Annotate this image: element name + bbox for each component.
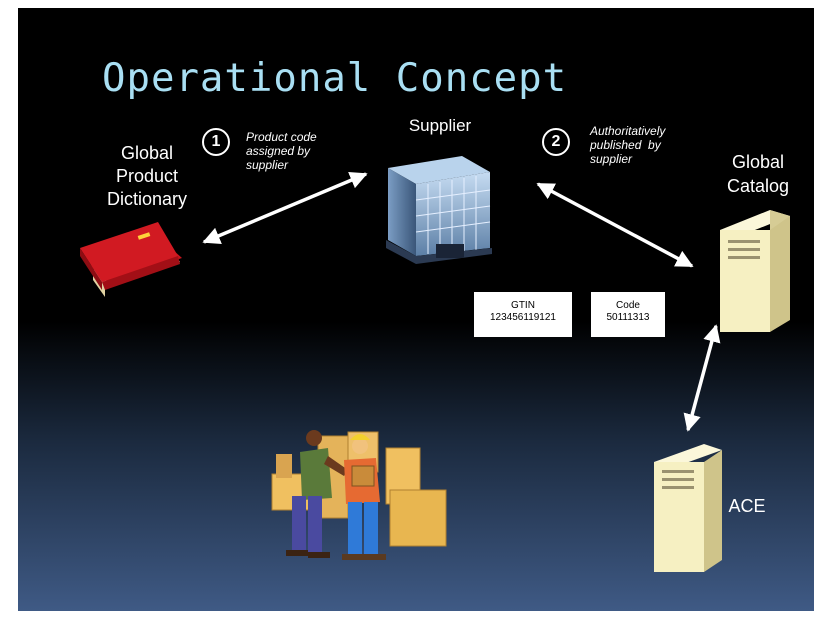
book-icon [80,222,182,297]
slide: Operational Concept Global Product Dicti… [18,8,814,611]
catalog-ace-arrow [683,324,721,432]
step-2-note-line-2: published by [590,138,661,152]
dictionary-label-line-3: Dictionary [106,189,188,209]
supplier-catalog-arrow [536,182,694,268]
step-2-badge: 2 [542,128,570,156]
gtin-record-box: GTIN 123456119121 [474,292,572,337]
workers-with-boxes-icon [271,430,447,560]
step-1-badge: 1 [202,128,230,156]
catalog-label: Global Catalog [718,150,798,198]
code-record-header: Code [616,300,640,311]
step-2-note-line-1: Authoritatively [590,124,666,138]
step-2-note-line-3: supplier [590,152,633,166]
dictionary-label-line-2: Product [115,166,179,186]
office-building-icon [386,156,492,264]
gtin-record-value: 123456119121 [490,312,556,323]
code-record-box: Code 50111313 [591,292,665,337]
step-1-note-line-2: assigned by [246,144,311,158]
diagram-art [80,156,790,572]
step-1-note: Product code assigned by supplier [246,130,317,172]
server-icon-catalog [720,210,790,332]
gtin-record-header: GTIN [511,300,535,311]
dictionary-label: Global Product Dictionary [92,142,202,211]
step-2-note: Authoritatively published by supplier [590,124,665,166]
step-1-note-line-3: supplier [246,158,289,172]
ace-label: ACE [728,496,766,516]
dictionary-supplier-arrow [202,172,368,244]
supplier-label: Supplier [408,116,472,135]
catalog-label-line-1: Global [731,152,785,172]
server-icon-ace [654,444,722,572]
step-1-note-line-1: Product code [246,130,317,144]
code-record-value: 50111313 [606,312,650,323]
page-title: Operational Concept [102,56,568,101]
dictionary-label-line-1: Global [120,143,174,163]
catalog-label-line-2: Catalog [726,176,790,196]
